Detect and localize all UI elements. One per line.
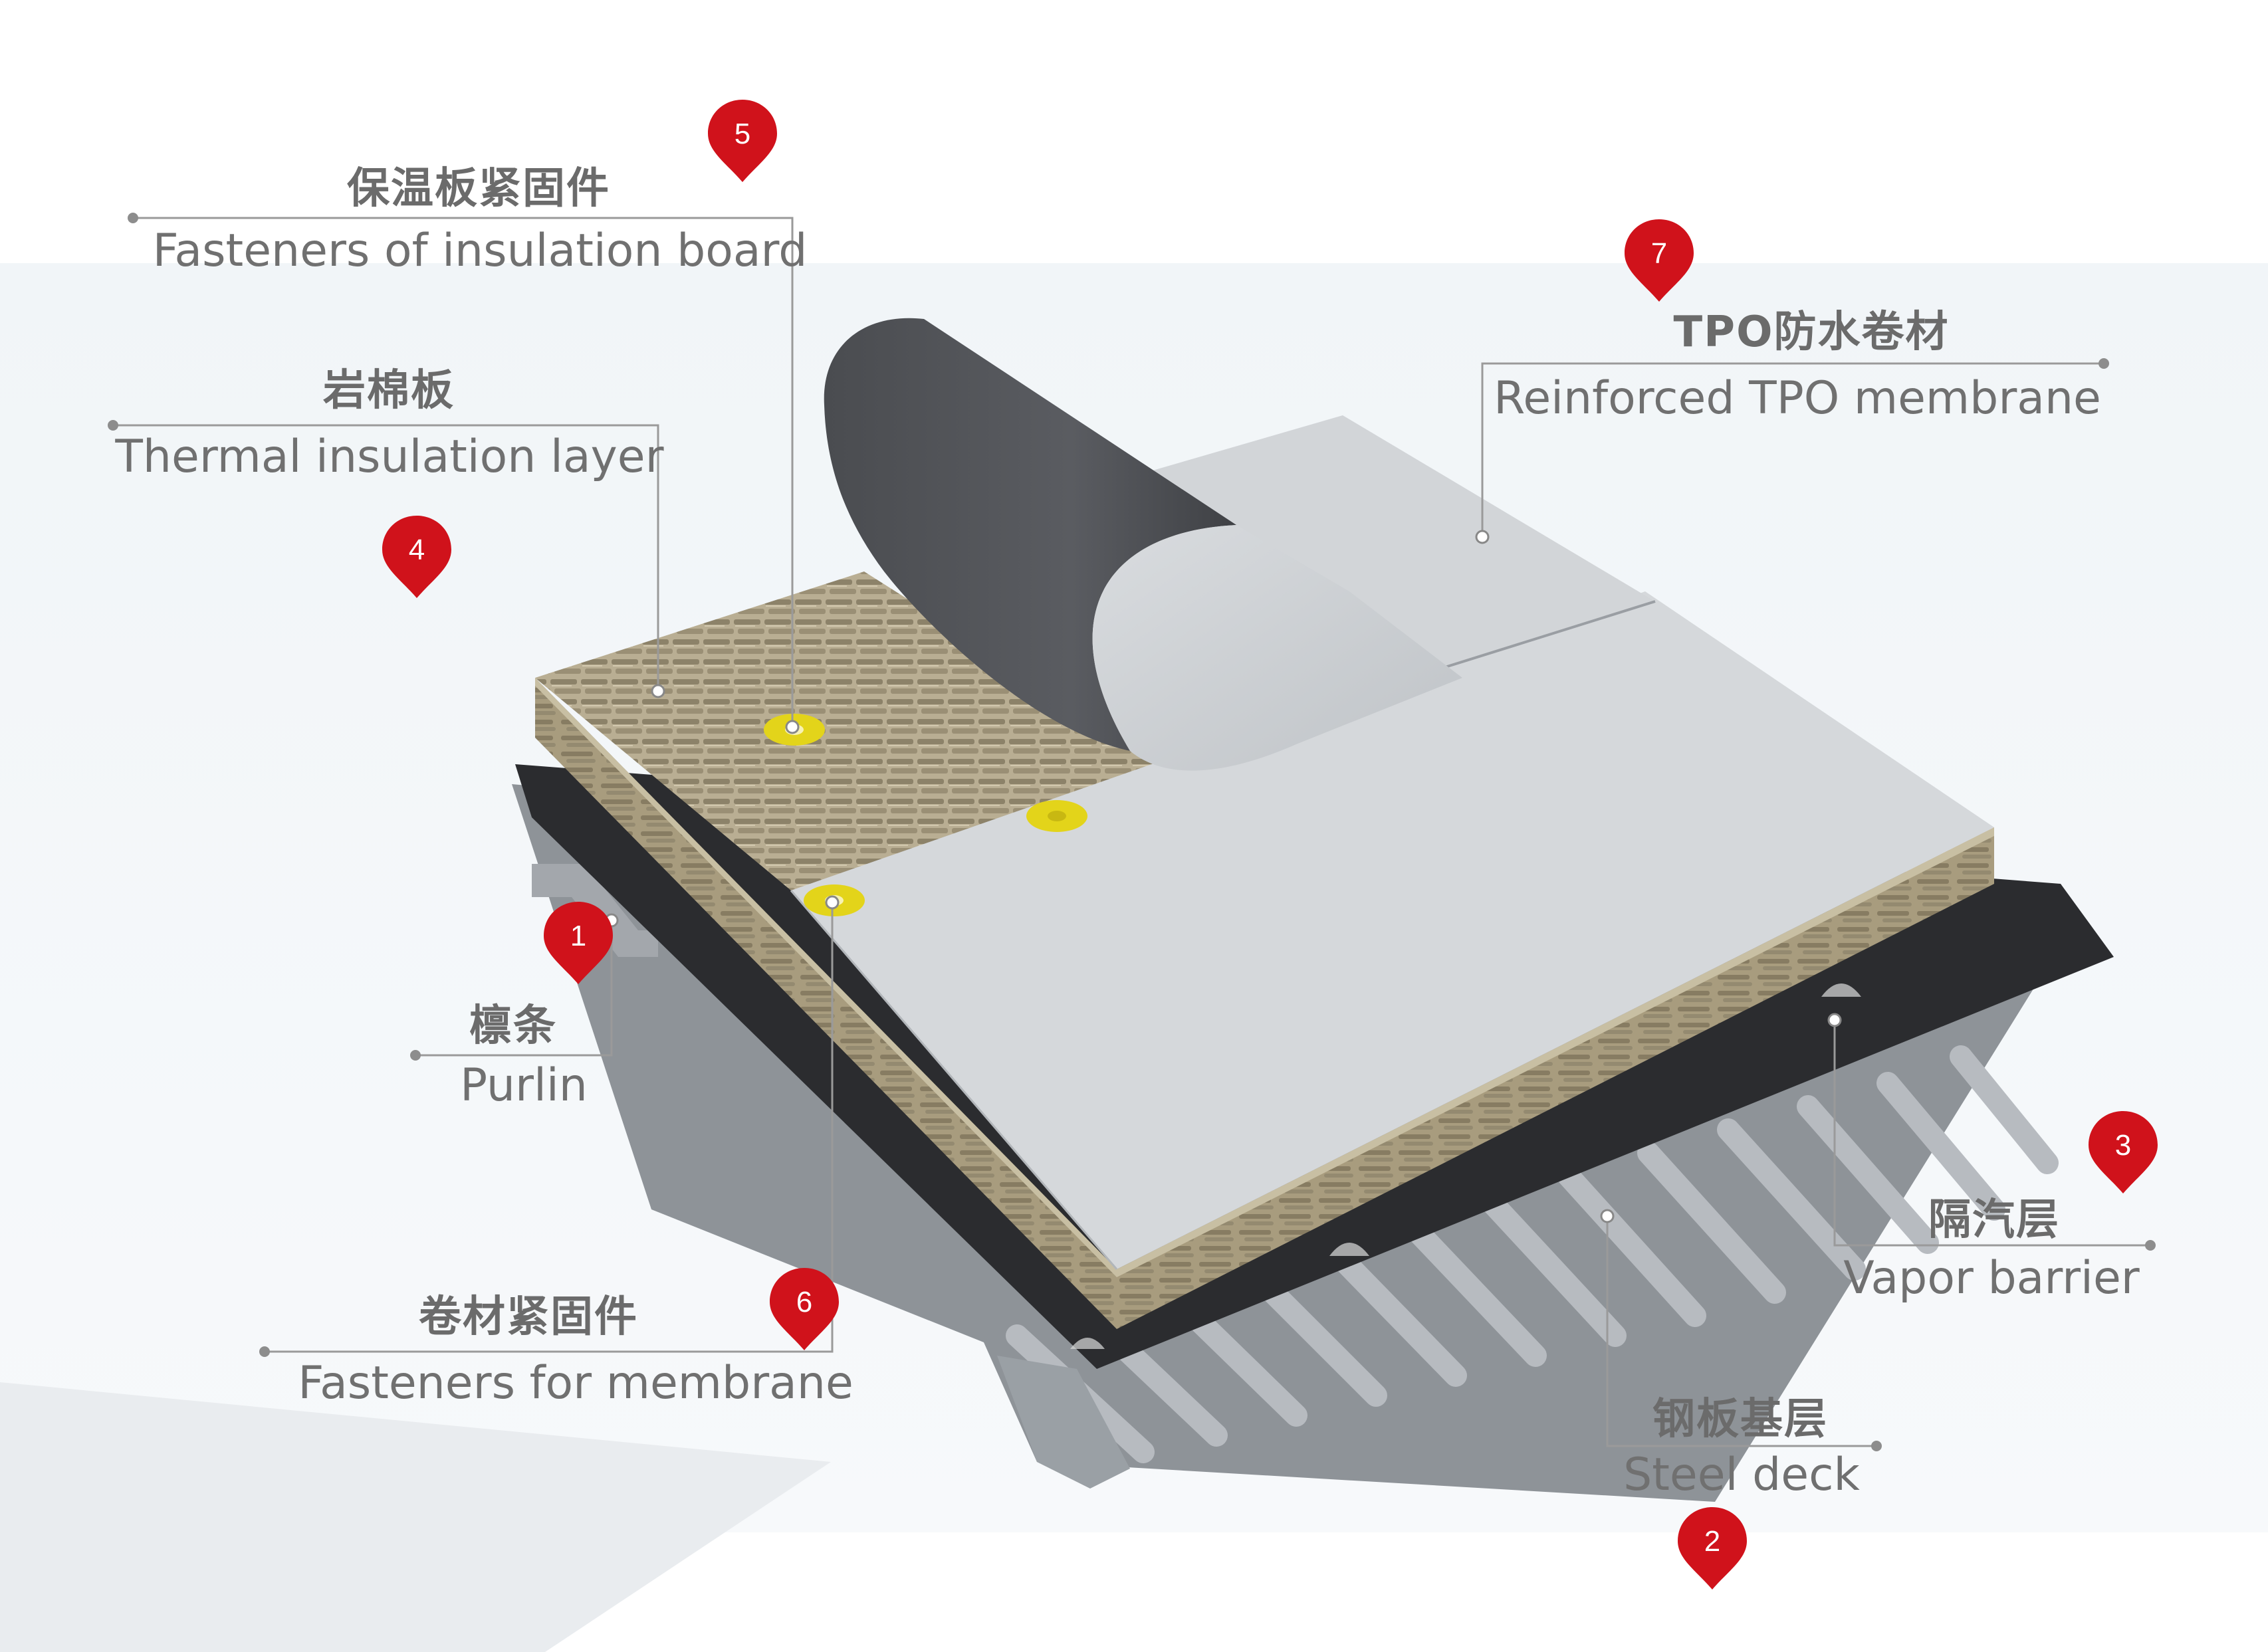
tpo-membrane-label-en: Reinforced TPO membrane [1494,372,2101,425]
tpo-membrane-label-zh: TPO防水卷材 [1673,308,1950,357]
location-pin-icon [2089,1111,2158,1193]
marker-number: 5 [734,118,751,150]
membrane-fasteners-label-zh: 卷材紧固件 [419,1292,638,1342]
thermal-insulation-label-zh: 岩棉板 [323,366,455,415]
location-pin-icon [1625,219,1694,302]
location-pin-icon [544,902,613,984]
marker-6: 6 [770,1268,839,1350]
vapor-barrier-logos [1070,983,1861,1349]
tpo-roll-outer [824,318,1236,751]
marker-1: 1 [544,902,613,984]
tpo-membrane-front [791,591,1994,1269]
insulation-fasteners-label-zh: 保温板紧固件 [347,164,610,213]
thermal-insulation-label-en: Thermal insulation layer [115,431,664,483]
anchor-points [604,530,1842,1223]
purlin-label-zh: 檩条 [469,1001,557,1051]
marker-number: 1 [570,920,587,952]
marker-7: 7 [1625,219,1694,302]
marker-3: 3 [2089,1111,2158,1193]
vapor-barrier-label-en: Vapor barrier [1843,1252,2140,1304]
steel-deck-label-en: Steel deck [1623,1449,1860,1501]
purlin-label-en: Purlin [460,1059,588,1112]
marker-5: 5 [708,100,777,182]
insulation-side-left [535,678,1117,1329]
marker-4: 4 [382,516,451,598]
leader-lines [113,217,2150,1447]
floor-shadow [0,1382,831,1652]
location-pin-icon [382,516,451,598]
marker-number: 4 [408,534,425,566]
insulation-fasteners-label-en: Fasteners of insulation board [152,225,808,277]
vapor-barrier-label-zh: 隔汽层 [1928,1195,2060,1245]
location-pin-icon [770,1268,839,1350]
marker-number: 3 [2114,1129,2132,1162]
marker-number: 6 [796,1286,813,1318]
location-pin-icon [1678,1507,1747,1590]
tpo-roll-inner [1092,525,1462,771]
location-pin-icon [708,100,777,182]
marker-number: 2 [1704,1525,1721,1558]
marker-number: 7 [1650,237,1668,270]
steel-deck-label-zh: 钢板基层 [1652,1395,1828,1444]
marker-2: 2 [1678,1507,1747,1590]
membrane-fasteners-label-en: Fasteners for membrane [298,1357,853,1409]
insulation-side-right [1117,827,1994,1329]
leader-dot-icon [108,213,2156,1451]
